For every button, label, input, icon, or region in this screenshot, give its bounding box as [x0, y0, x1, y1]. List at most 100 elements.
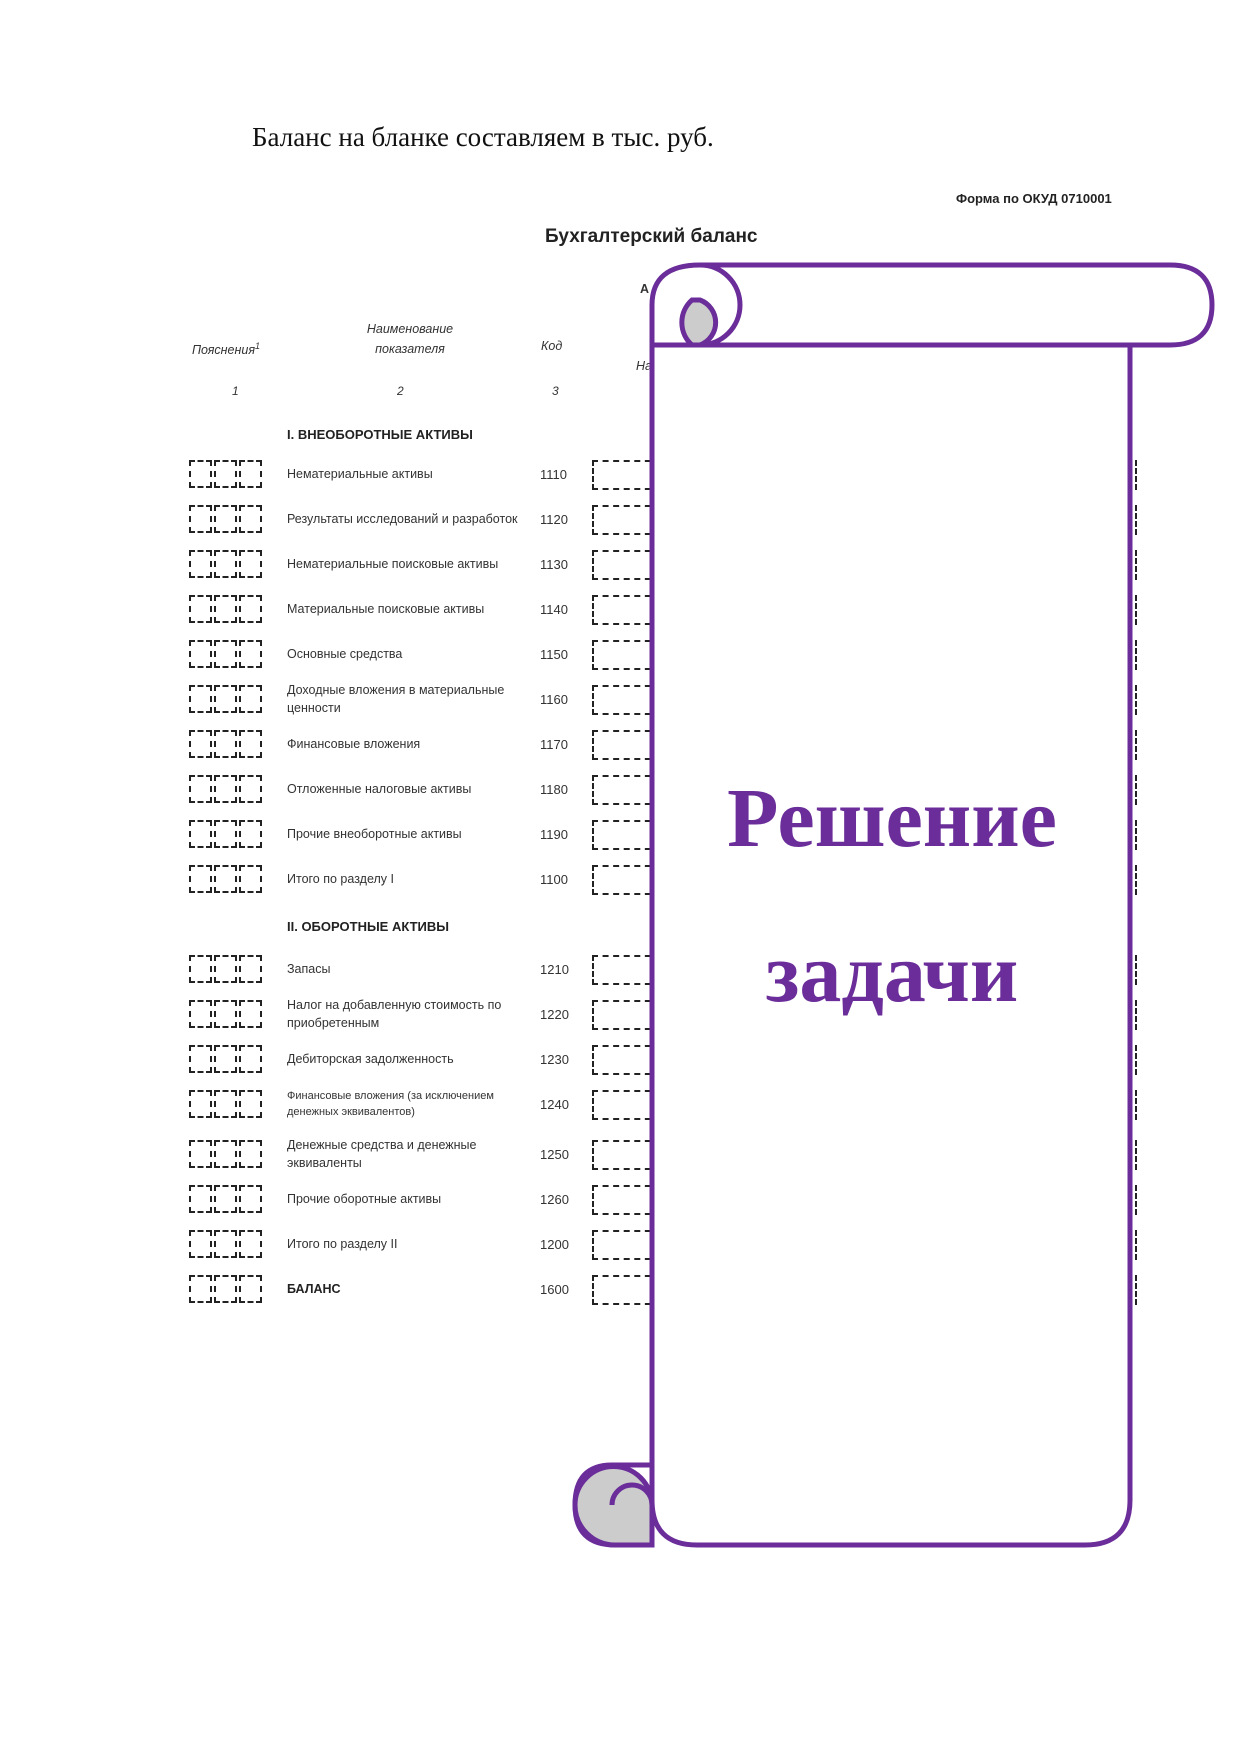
row-edge-dash: [1135, 460, 1143, 490]
intro-text: Баланс на бланке составляем в тыс. руб.: [252, 122, 714, 152]
header-indicator-name-line2: показателя: [375, 342, 445, 356]
row-name: Финансовые вложения: [287, 737, 421, 751]
row-cell-boxes: [189, 775, 262, 805]
row-cell-boxes: [189, 1185, 262, 1215]
table-row: Основные средства 1150: [0, 634, 1240, 674]
row-edge-dash: [1135, 1275, 1143, 1305]
row-cell-boxes: [189, 1140, 262, 1170]
row-cell-boxes: [189, 865, 262, 895]
row-code: 1160: [540, 691, 568, 707]
header-explanations-text: Пояснения: [192, 343, 256, 358]
row-cell-boxes: [189, 640, 262, 670]
table-row: Запасы 1210: [0, 949, 1240, 989]
row-value-box: [592, 1045, 672, 1075]
row-edge-dash: [1135, 595, 1143, 625]
header-explanations: Пояснения1: [192, 336, 260, 360]
row-edge-dash: [1135, 775, 1143, 805]
header-code: Код: [541, 339, 563, 353]
row-name: Дебиторская задолженность: [287, 1052, 454, 1066]
row-value-box: [592, 640, 672, 670]
table-row: Материальные поисковые активы 1140: [0, 589, 1240, 629]
row-edge-dash: [1135, 820, 1143, 850]
header-partial-a: А: [640, 282, 650, 296]
row-cell-boxes: [189, 685, 262, 715]
column-number-2: 2: [397, 384, 404, 398]
table-row: БАЛАНС 1600: [0, 1269, 1240, 1309]
row-code: 1230: [540, 1051, 569, 1067]
row-edge-dash: [1135, 1045, 1143, 1075]
row-name: Итого по разделу II: [287, 1237, 398, 1251]
header-indicator-name: Наименование показателя: [340, 319, 480, 359]
table-row: Итого по разделу II 1200: [0, 1224, 1240, 1264]
row-cell-boxes: [189, 1275, 262, 1305]
row-edge-dash: [1135, 1140, 1143, 1170]
scroll-title-line1: Решение: [727, 772, 1057, 865]
row-cell-boxes: [189, 1230, 262, 1260]
row-value-box: [592, 1000, 672, 1030]
row-code: 1190: [540, 826, 568, 842]
row-code: 1180: [540, 781, 568, 797]
table-row: Денежные средства и денежные эквиваленты…: [0, 1134, 1240, 1174]
row-edge-dash: [1135, 1000, 1143, 1030]
row-name: Денежные средства и денежные эквиваленты: [287, 1138, 477, 1170]
row-code: 1220: [540, 1006, 569, 1022]
row-edge-dash: [1135, 865, 1143, 895]
row-cell-boxes: [189, 955, 262, 985]
row-code: 1260: [540, 1191, 569, 1207]
row-code: 1170: [540, 736, 568, 752]
row-code: 1150: [540, 646, 568, 662]
row-edge-dash: [1135, 550, 1143, 580]
row-cell-boxes: [189, 730, 262, 760]
table-row: Итого по разделу I 1100: [0, 859, 1240, 899]
header-indicator-name-line1: Наименование: [366, 322, 454, 336]
row-code: 1100: [540, 871, 568, 887]
row-name: Прочие внеоборотные активы: [287, 827, 462, 841]
scroll-title-line2: задачи: [765, 927, 1019, 1020]
scroll-top-end: [699, 262, 743, 348]
row-edge-dash: [1135, 955, 1143, 985]
header-explanations-footnote: 1: [255, 341, 261, 351]
row-value-box: [592, 505, 672, 535]
row-code: 1210: [540, 961, 569, 977]
row-name: БАЛАНС: [287, 1282, 341, 1296]
row-edge-dash: [1135, 1185, 1143, 1215]
table-row: Финансовые вложения (за исключением дене…: [0, 1084, 1240, 1124]
table-row: Финансовые вложения 1170: [0, 724, 1240, 764]
row-value-box: [592, 550, 672, 580]
row-cell-boxes: [189, 550, 262, 580]
row-name: Итого по разделу I: [287, 872, 394, 886]
row-code: 1140: [540, 601, 568, 617]
row-value-box: [592, 685, 672, 715]
row-code: 1130: [540, 556, 568, 572]
table-row: Прочие внеоборотные активы 1190: [0, 814, 1240, 854]
table-row: Нематериальные поисковые активы 1130: [0, 544, 1240, 584]
row-name: Финансовые вложения (за исключением дене…: [287, 1090, 494, 1118]
row-name: Основные средства: [287, 647, 403, 661]
row-code: 1600: [540, 1281, 569, 1297]
scroll-bottom-tuck: [609, 1482, 655, 1506]
row-value-box: [592, 1140, 672, 1170]
row-cell-boxes: [189, 505, 262, 535]
row-name: Нематериальные поисковые активы: [287, 557, 499, 571]
row-edge-dash: [1135, 1230, 1143, 1260]
row-name: Запасы: [287, 962, 331, 976]
row-cell-boxes: [189, 1090, 262, 1120]
row-edge-dash: [1135, 1090, 1143, 1120]
row-value-box: [592, 460, 672, 490]
table-row: Доходные вложения в материальные ценност…: [0, 679, 1240, 719]
header-partial-na: На: [636, 359, 652, 373]
table-row: Дебиторская задолженность 1230: [0, 1039, 1240, 1079]
section-title-current: II. ОБОРОТНЫЕ АКТИВЫ: [287, 919, 450, 934]
table-row: Налог на добавленную стоимость по приобр…: [0, 994, 1240, 1034]
row-value-box: [592, 1090, 672, 1120]
row-name: Доходные вложения в материальные ценност…: [287, 683, 505, 715]
row-code: 1200: [540, 1236, 569, 1252]
row-code: 1110: [540, 466, 567, 482]
row-name: Результаты исследований и разработок: [287, 512, 518, 526]
row-value-box: [592, 595, 672, 625]
row-value-box: [592, 1275, 672, 1305]
row-name: Материальные поисковые активы: [287, 602, 485, 616]
